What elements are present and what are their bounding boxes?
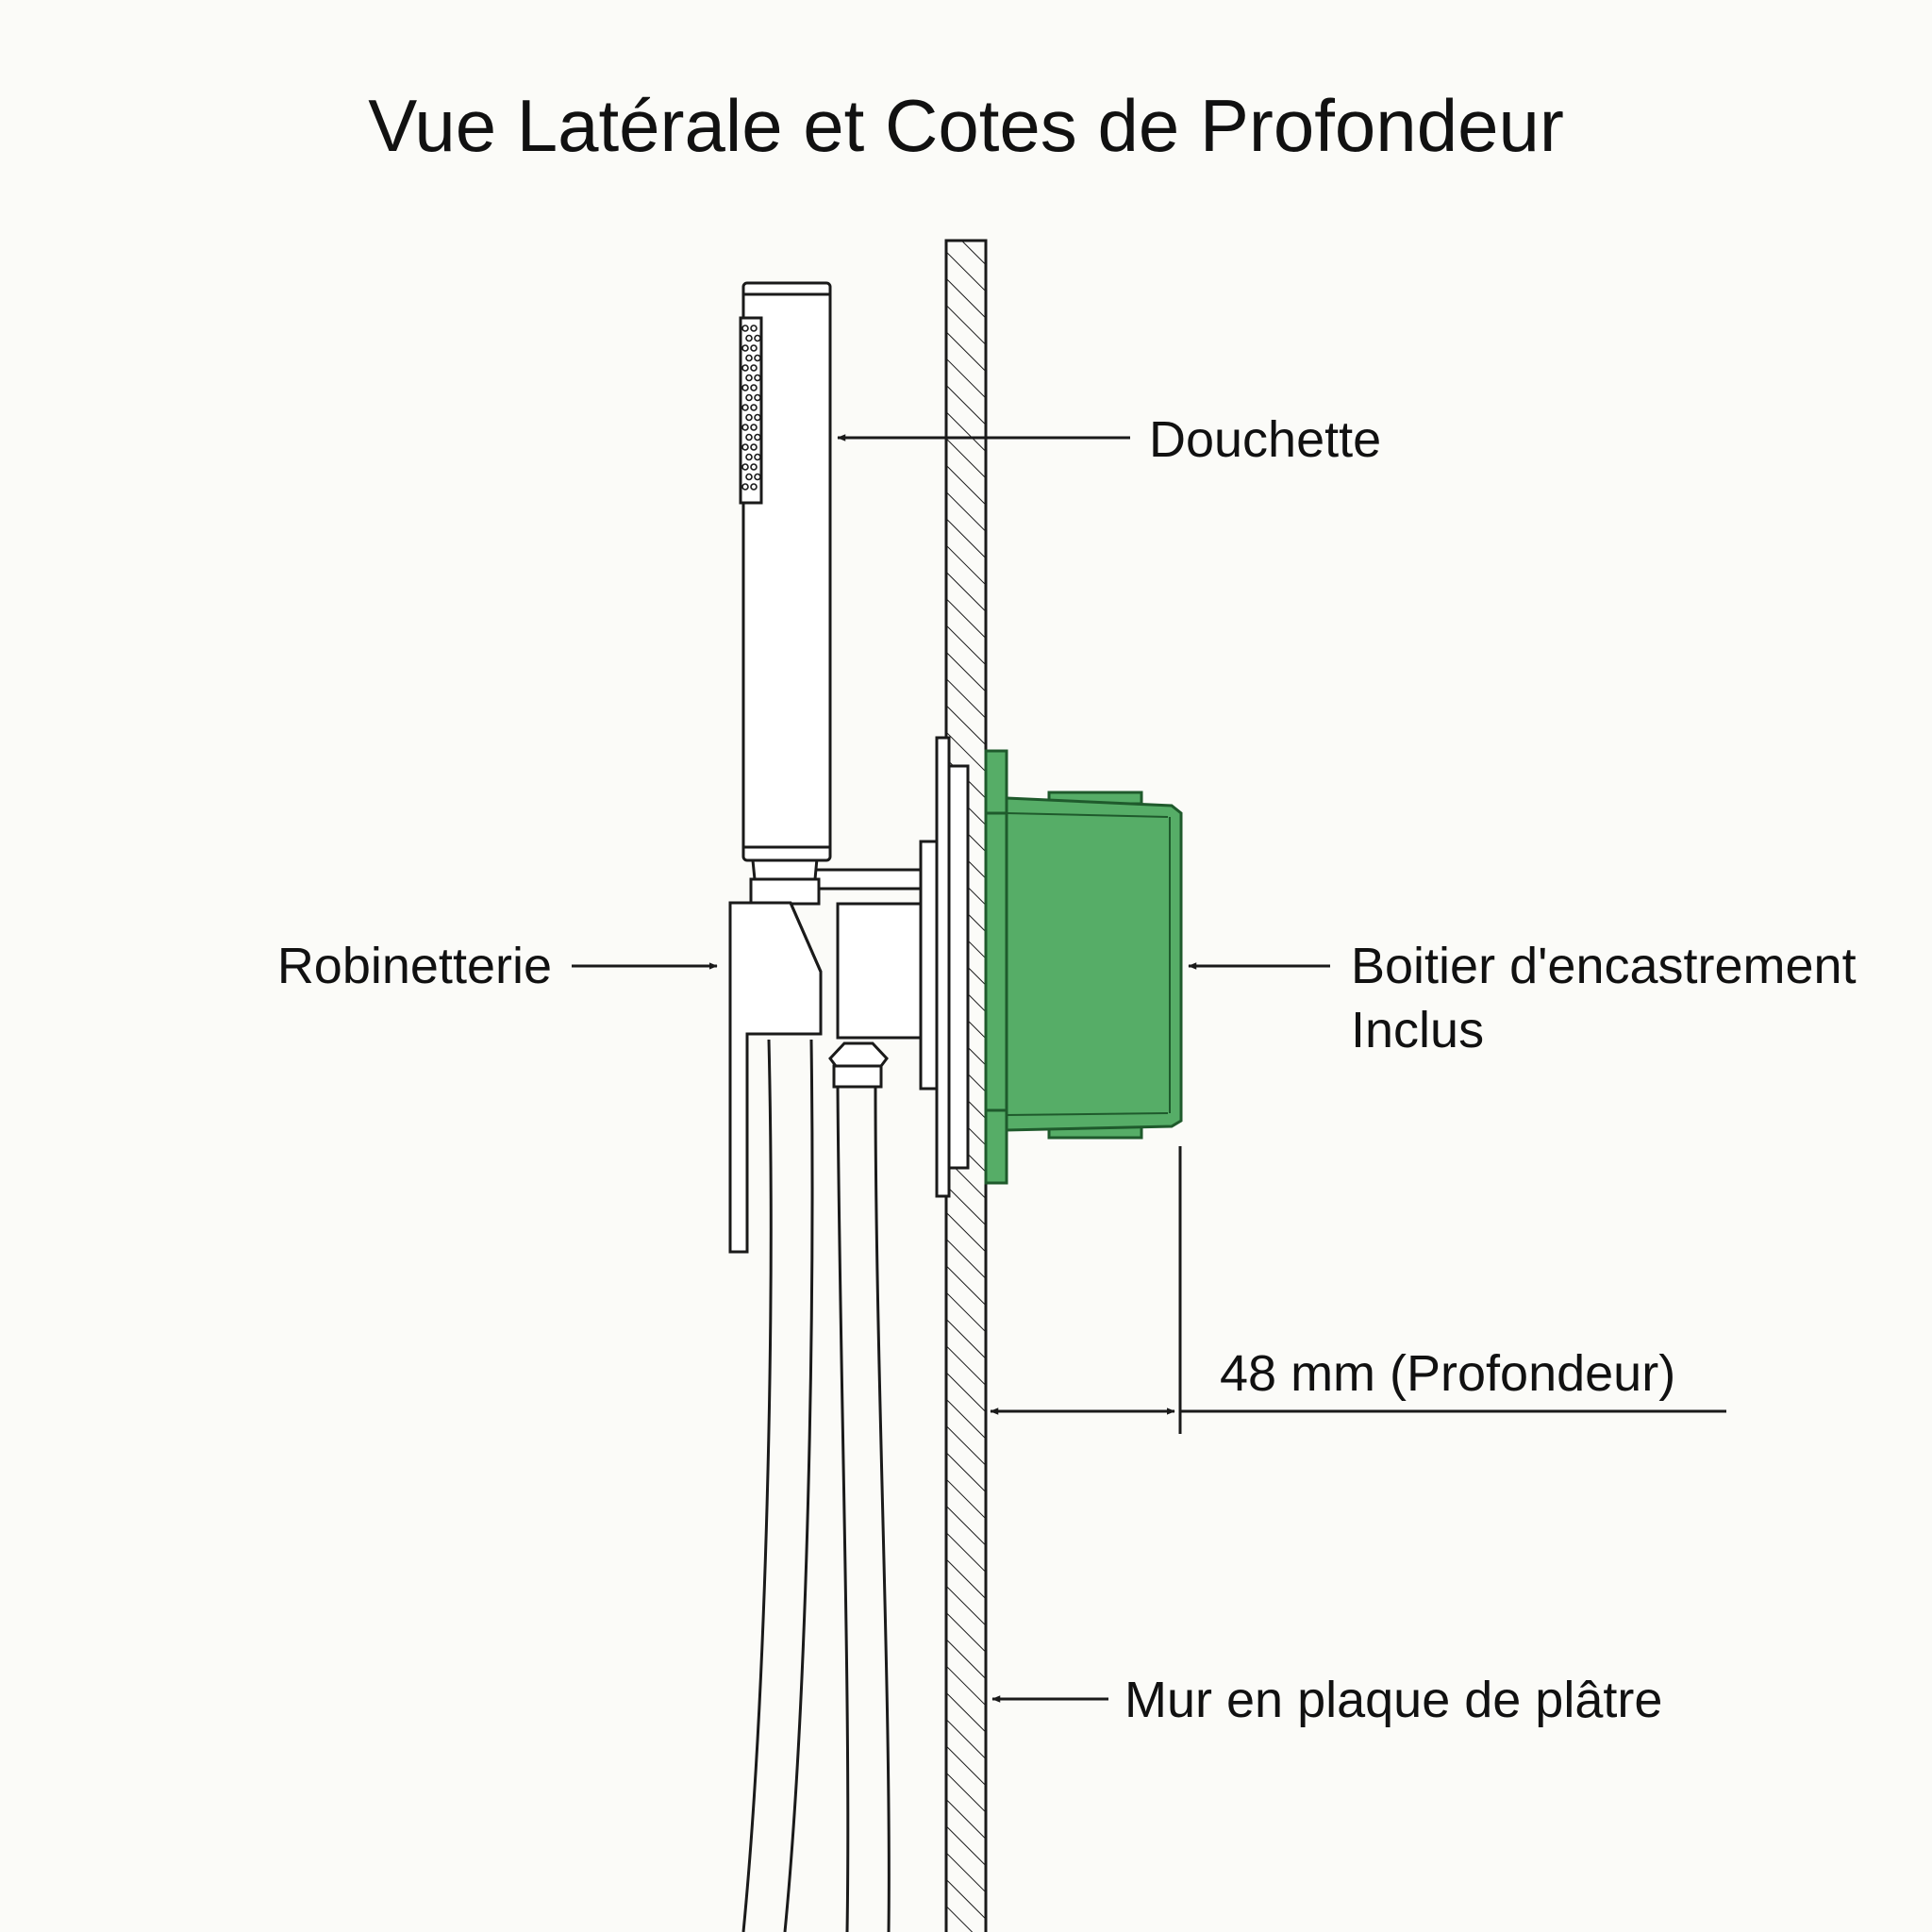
nozzle-dot (741, 384, 749, 391)
mixer-valve (728, 901, 823, 1254)
boitier-label-line2: Inclus (1351, 1002, 1484, 1058)
nozzle-dot (745, 374, 753, 382)
hand-shower (739, 281, 832, 862)
embedding-box (984, 749, 1183, 1185)
nozzle-dot (745, 354, 753, 362)
nozzle-dot (750, 384, 758, 391)
depth-dimension-label: 48 mm (Profondeur) (1220, 1345, 1675, 1402)
wall-plate (919, 736, 970, 1198)
depth-dimension (990, 1146, 1726, 1434)
nozzle-dot (750, 364, 758, 372)
nozzle-dot (741, 325, 749, 332)
nozzle-dot (754, 334, 761, 342)
robinetterie-label: Robinetterie (277, 938, 552, 994)
nozzle-dot (750, 424, 758, 431)
nozzle-dot (745, 393, 753, 402)
nozzle-dot (745, 473, 753, 481)
nozzle-dot (754, 374, 761, 382)
nozzle-dot (750, 344, 758, 352)
nozzle-dot (741, 443, 749, 451)
nozzle-dot (750, 404, 758, 411)
nozzle-dot (745, 413, 753, 422)
boitier-label-line1: Boitier d'encastrement (1351, 938, 1857, 994)
douchette-label: Douchette (1149, 411, 1381, 468)
nozzle-dot (754, 433, 761, 441)
nozzle-dot (741, 364, 749, 372)
nozzle-dot (754, 393, 761, 402)
nozzle-dot (754, 473, 761, 481)
nozzle-dot (745, 433, 753, 441)
wall-label: Mur en plaque de plâtre (1124, 1672, 1662, 1728)
nozzle-dot (754, 413, 761, 422)
page-title: Vue Latérale et Cotes de Profondeur (368, 84, 1564, 167)
shower-hose (741, 1039, 891, 1932)
nozzle-dot (741, 483, 749, 491)
nozzle-dot (745, 334, 753, 342)
boitier-label: Boitier d'encastrement Inclus (1351, 938, 1871, 1058)
nozzle-dot (745, 453, 753, 461)
nozzle-dot (741, 404, 749, 411)
nozzle-dot (754, 354, 761, 362)
nozzle-dot (750, 483, 758, 491)
hose-nut (828, 1041, 889, 1089)
nozzle-dot (741, 424, 749, 431)
nozzle-dot (754, 453, 761, 461)
nozzle-dot (741, 463, 749, 471)
nozzle-dot (750, 325, 758, 332)
nozzle-dot (750, 463, 758, 471)
nozzle-dot (750, 443, 758, 451)
nozzle-dot (741, 344, 749, 352)
